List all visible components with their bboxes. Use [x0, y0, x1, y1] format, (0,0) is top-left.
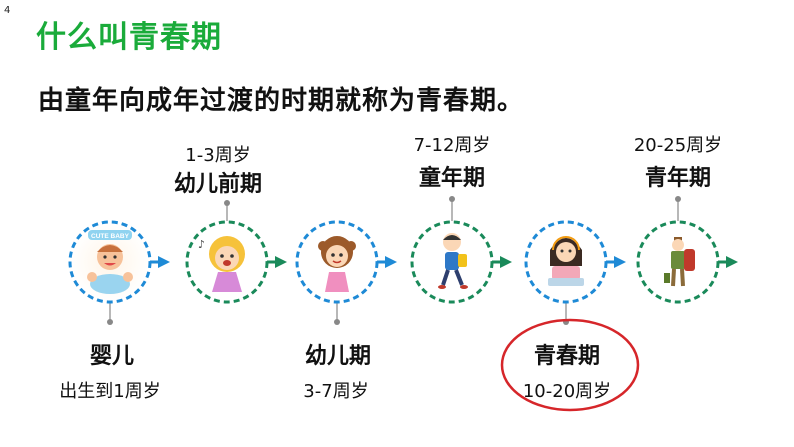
stage-name-childhood: 童年期	[418, 166, 486, 191]
schoolboy-icon	[438, 233, 468, 289]
connector-5	[563, 302, 569, 325]
baby-icon	[87, 230, 133, 294]
stage-circle-baby	[68, 220, 170, 304]
stage-name-young-child: 幼儿期	[304, 344, 372, 369]
stage-range-young-child: 3-7周岁	[303, 381, 369, 402]
backpacker-icon	[664, 237, 695, 287]
teen-girl-icon	[548, 236, 584, 286]
stage-circle-toddler: ♪	[185, 220, 287, 304]
stage-range-toddler: 1-3周岁	[185, 145, 251, 166]
connector-4	[449, 196, 455, 221]
stage-circle-young-child	[295, 220, 397, 304]
stage-circle-youth	[636, 220, 738, 304]
highlight-circle	[500, 318, 640, 412]
page-number: 4	[4, 5, 11, 16]
stage-range-youth: 20-25周岁	[633, 135, 723, 156]
young-girl-icon	[318, 236, 356, 292]
stage-circle-adolescence	[524, 220, 626, 304]
stage-range-adolescence: 10-20周岁	[522, 381, 612, 402]
svg-text:♪: ♪	[198, 238, 205, 251]
connector-6	[675, 196, 681, 221]
connector-2	[224, 200, 230, 221]
stage-name-adolescence: 青春期	[533, 344, 601, 369]
slide-subtitle: 由童年向成年过渡的时期就称为青春期。	[38, 86, 525, 116]
toddler-girl-icon: ♪	[198, 236, 245, 292]
connector-1	[107, 302, 113, 325]
stage-range-childhood: 7-12周岁	[413, 135, 491, 156]
stage-name-baby: 婴儿	[89, 344, 135, 369]
stage-name-toddler: 幼儿前期	[173, 172, 263, 197]
stage-range-baby: 出生到1周岁	[59, 381, 161, 402]
stage-name-youth: 青年期	[644, 166, 712, 191]
stage-circle-childhood	[410, 220, 512, 304]
connector-3	[334, 302, 340, 325]
slide-title: 什么叫青春期	[36, 20, 222, 55]
